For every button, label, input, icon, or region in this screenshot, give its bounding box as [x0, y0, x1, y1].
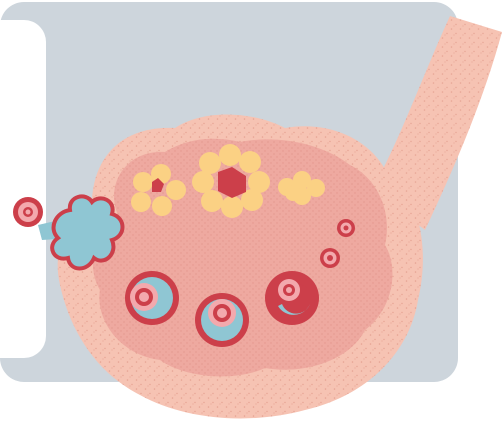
- white-card: [0, 20, 46, 358]
- follicle-icon: [125, 271, 179, 325]
- follicle-icon: [337, 219, 355, 237]
- ovum-icon: [13, 197, 43, 227]
- follicle-icon: [195, 293, 249, 347]
- follicle-icon: [265, 271, 319, 325]
- follicle-icon: [320, 248, 340, 268]
- corpus-luteum-icon: [192, 144, 270, 218]
